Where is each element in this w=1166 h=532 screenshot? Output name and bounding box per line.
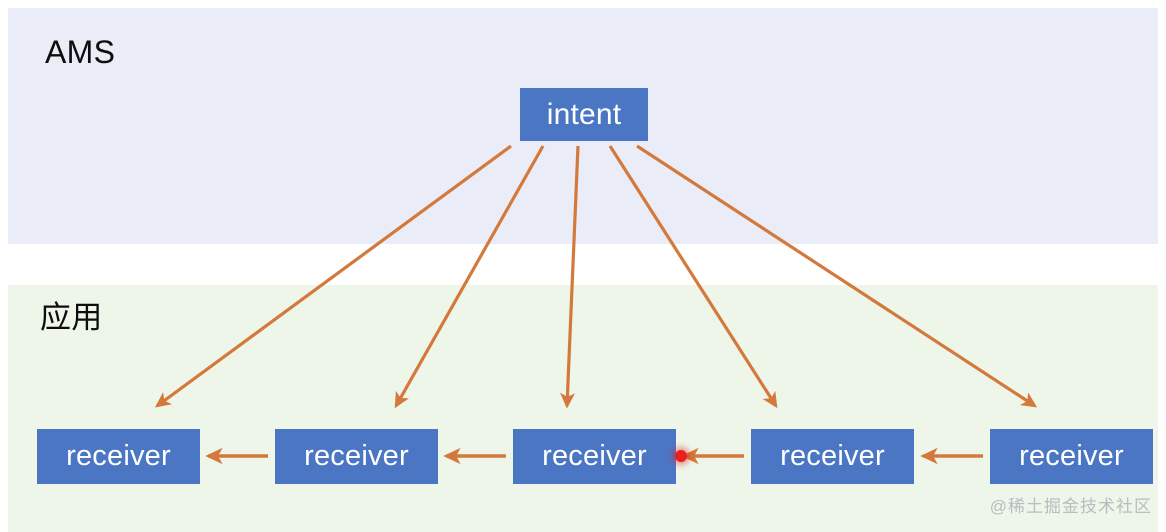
- receiver-node-2[interactable]: receiver: [275, 429, 438, 484]
- watermark-text: @稀土掘金技术社区: [989, 497, 1152, 516]
- receiver-node-4[interactable]: receiver: [751, 429, 914, 484]
- intent-node[interactable]: intent: [520, 88, 648, 141]
- receiver-node-1[interactable]: receiver: [37, 429, 200, 484]
- application-layer-label: 应用: [40, 300, 103, 335]
- receiver-node-3[interactable]: receiver: [513, 429, 676, 484]
- ams-layer-label: AMS: [45, 34, 116, 70]
- application-layer-band: [8, 285, 1158, 532]
- cursor-indicator-dot: [675, 450, 687, 462]
- receiver-node-5[interactable]: receiver: [990, 429, 1153, 484]
